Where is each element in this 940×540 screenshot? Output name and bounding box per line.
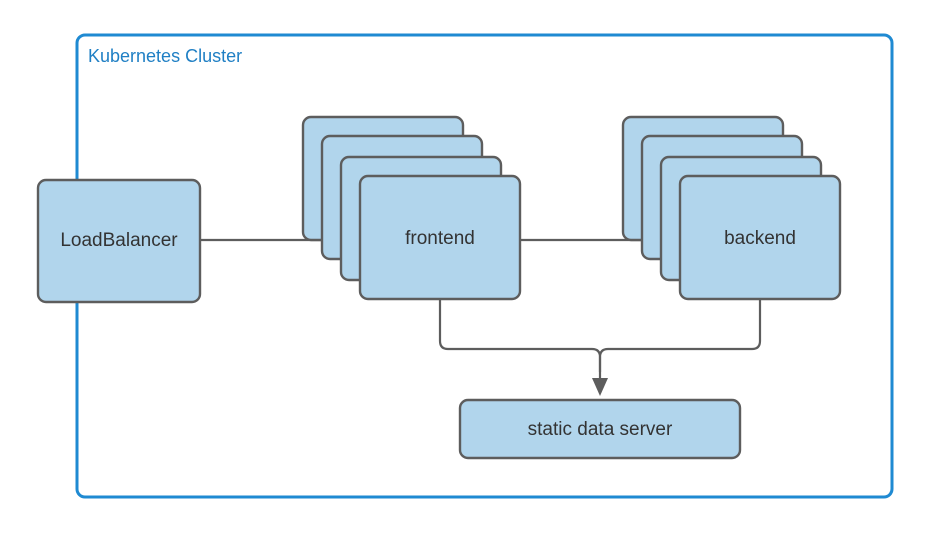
edge-backend-to-static-data-server[interactable]	[592, 299, 762, 396]
node-label: frontend	[405, 228, 475, 249]
node-stack-card-1	[678, 174, 842, 301]
edge-frontend-to-static-data-server[interactable]	[438, 299, 602, 372]
arrowhead-icon	[592, 378, 608, 396]
node-loadbalancer[interactable]: LoadBalancer	[36, 178, 202, 304]
cluster-label: Kubernetes Cluster	[88, 46, 242, 66]
edge-line	[438, 299, 602, 372]
node-static-data-server[interactable]: static data server	[458, 398, 742, 460]
node-frontend[interactable]: frontend	[301, 115, 522, 301]
node-box	[36, 178, 202, 304]
node-box	[458, 398, 742, 460]
node-label: LoadBalancer	[60, 230, 178, 251]
edge-line	[598, 299, 762, 380]
node-stack-card-1	[358, 174, 522, 301]
node-backend[interactable]: backend	[621, 115, 842, 301]
node-label: static data server	[528, 419, 673, 440]
node-label: backend	[724, 228, 796, 249]
